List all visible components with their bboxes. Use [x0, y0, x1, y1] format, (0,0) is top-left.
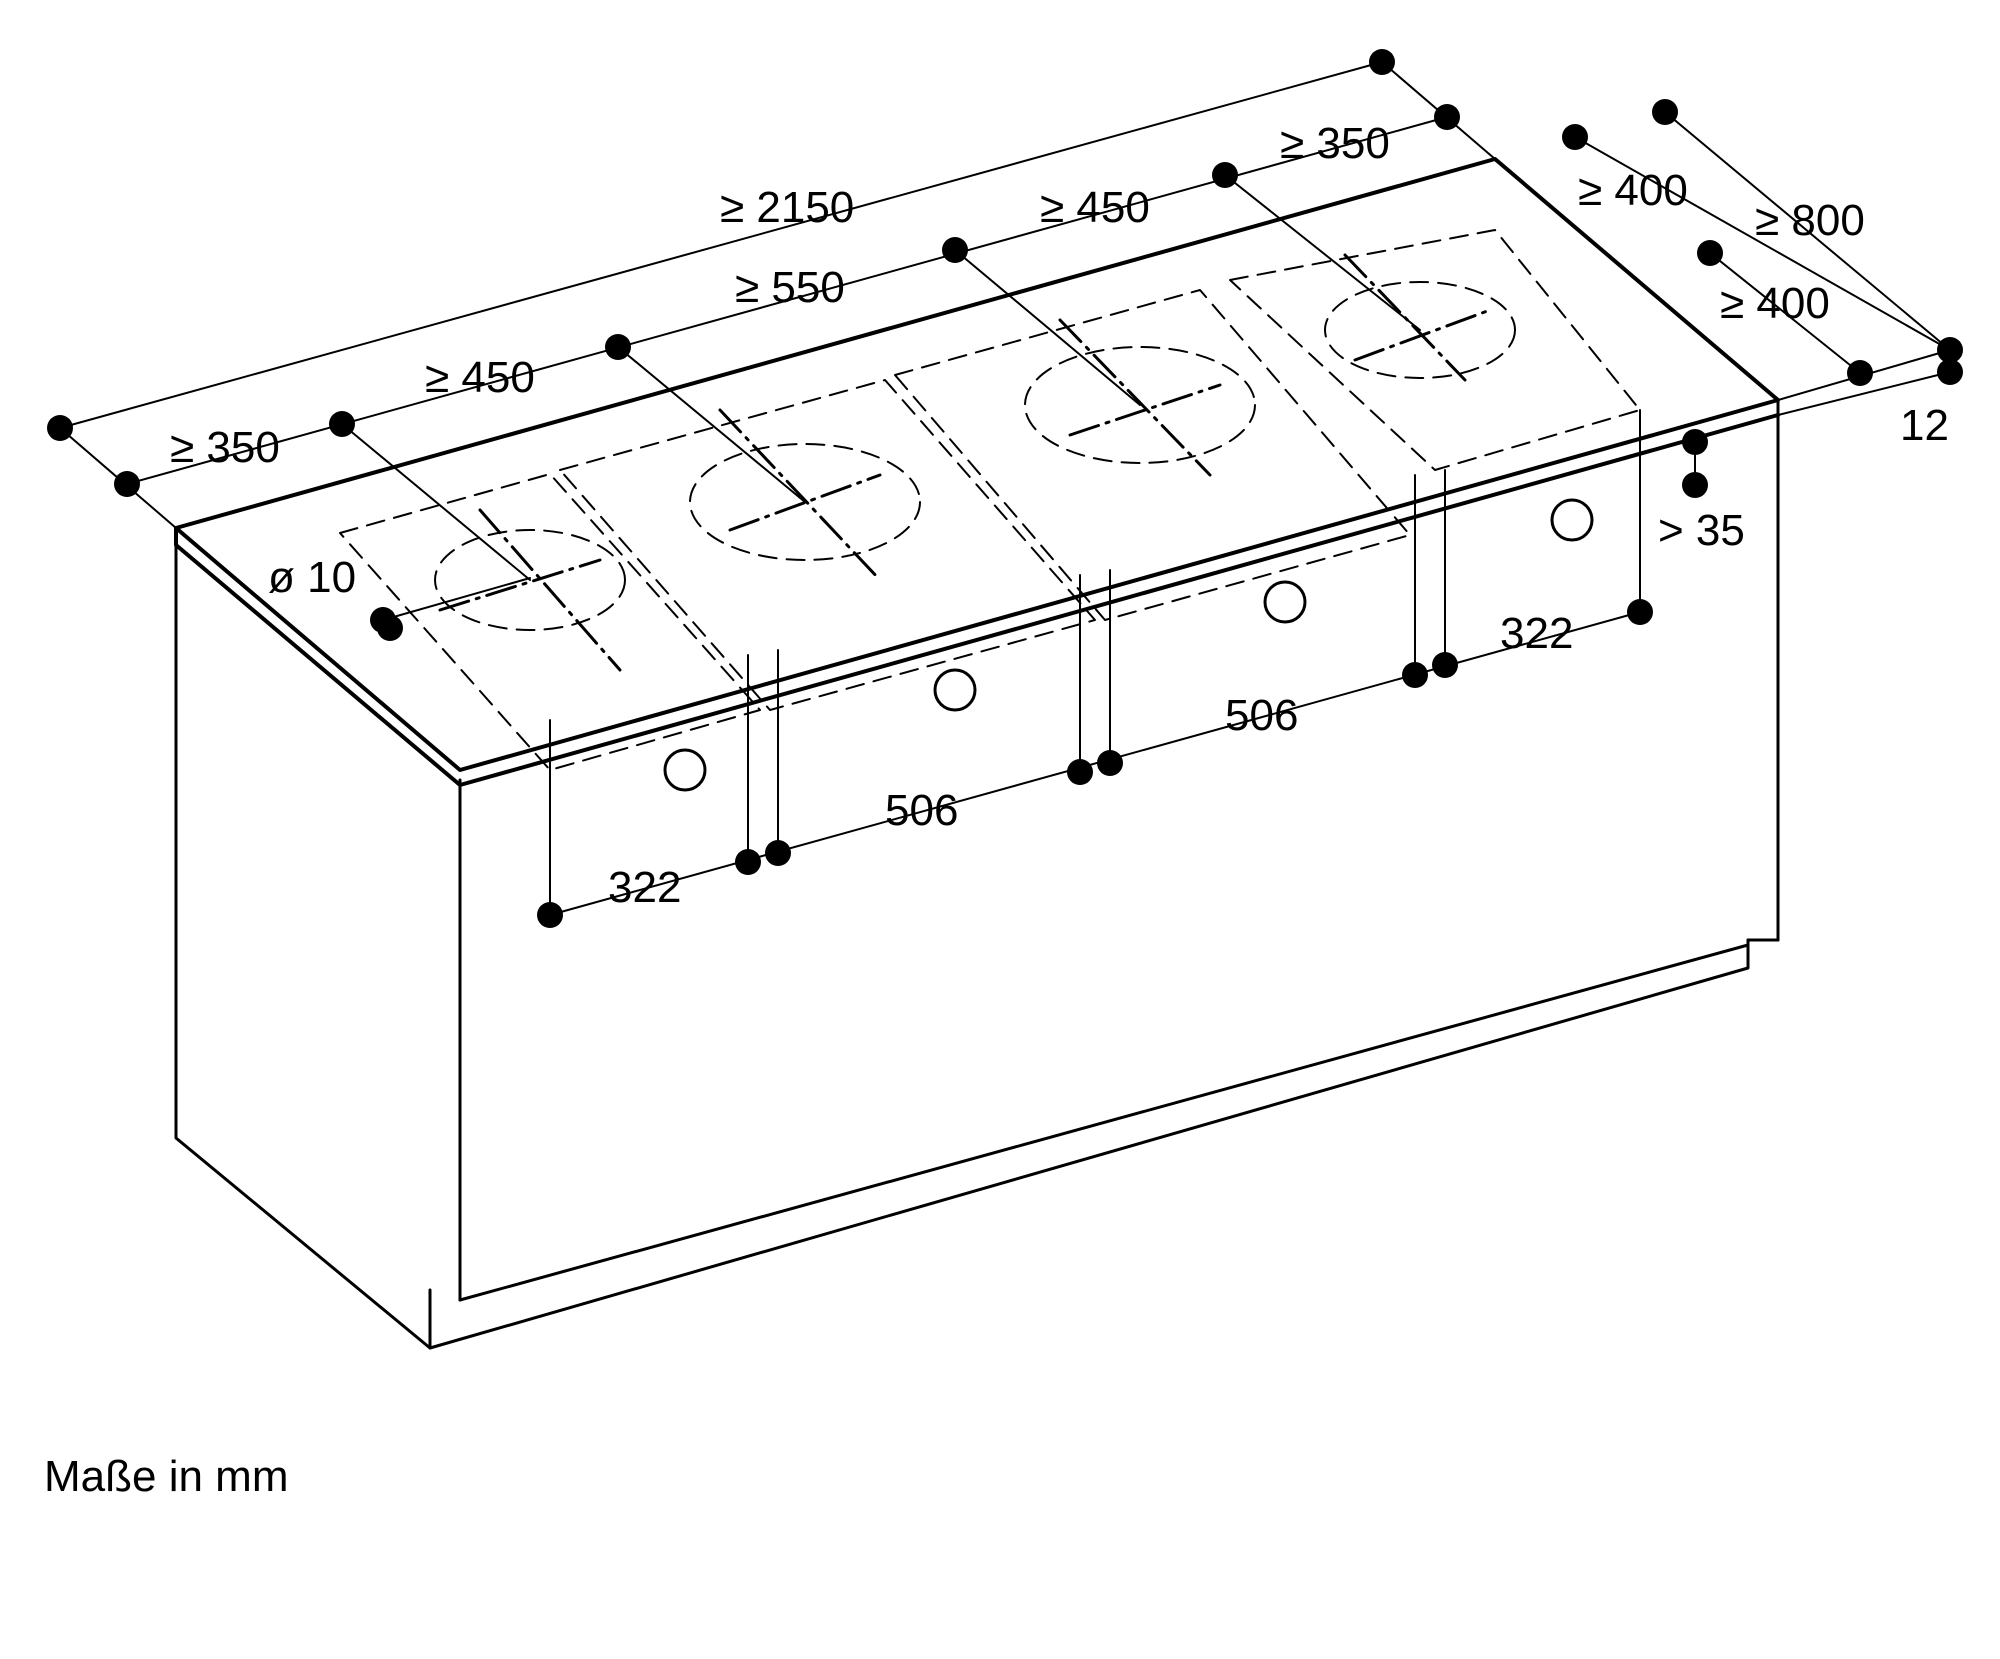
label-rear-clearance: ≥ 400 — [1578, 166, 1688, 215]
label-hole-diameter: ø 10 — [268, 553, 356, 602]
label-knob-depth: > 35 — [1658, 506, 1745, 555]
label-left-clearance: ≥ 350 — [170, 423, 280, 472]
control-knobs — [663, 498, 1594, 792]
label-worktop-thickness: 12 — [1900, 401, 1949, 450]
label-cutout-left: 322 — [608, 863, 681, 912]
label-cutout-mid-left: 506 — [885, 786, 958, 835]
cabinet-body — [174, 398, 1780, 1350]
label-zone2-spacing: ≥ 550 — [735, 263, 845, 312]
label-right-clearance: ≥ 350 — [1280, 119, 1390, 168]
label-depth-total: ≥ 800 — [1755, 196, 1865, 245]
units-caption: Maße in mm — [44, 1452, 289, 1501]
dimension-lines — [59, 61, 1951, 916]
cooking-zones — [339, 229, 1641, 771]
label-overall-length: ≥ 2150 — [720, 183, 854, 232]
dimension-dots — [47, 49, 1963, 928]
label-front-clearance: ≥ 400 — [1720, 279, 1830, 328]
label-cutout-mid-right: 506 — [1225, 691, 1298, 740]
label-cutout-right: 322 — [1500, 609, 1573, 658]
zone-centerlines — [438, 253, 1492, 672]
label-zone1-spacing: ≥ 450 — [425, 353, 535, 402]
label-zone3-spacing: ≥ 450 — [1040, 183, 1150, 232]
